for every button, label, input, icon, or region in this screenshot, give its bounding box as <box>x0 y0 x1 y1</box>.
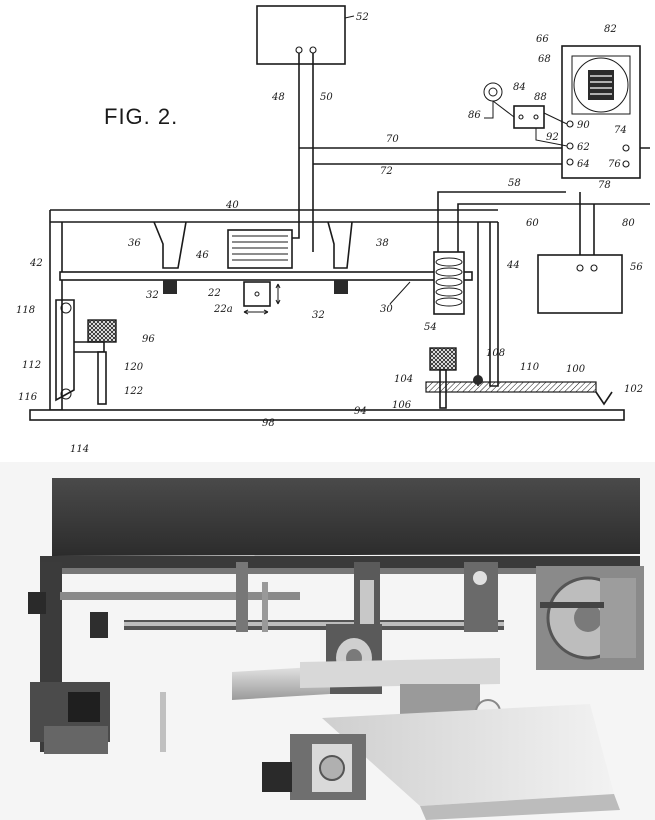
label-22a: 22a <box>213 304 233 315</box>
pivot-102 <box>595 391 613 406</box>
label-42: 42 <box>29 258 43 269</box>
label-60: 60 <box>526 218 539 229</box>
label-68: 68 <box>538 54 551 65</box>
bracket-112 <box>55 299 75 402</box>
base-98 <box>29 409 625 421</box>
lamp-84 <box>483 82 503 102</box>
base-slide <box>322 704 614 806</box>
sensor-22 <box>243 281 271 307</box>
label-114: 114 <box>70 444 89 455</box>
plate-100 <box>425 381 597 393</box>
label-108: 108 <box>486 348 505 359</box>
label-82: 82 <box>604 24 617 35</box>
label-44: 44 <box>506 260 520 271</box>
label-86: 86 <box>468 110 481 121</box>
label-46: 46 <box>195 250 209 261</box>
label-112: 112 <box>22 360 41 371</box>
label-100: 100 <box>566 364 586 375</box>
window-68 <box>571 55 631 115</box>
top-plate <box>52 478 640 556</box>
label-94: 94 <box>354 406 367 417</box>
label-88: 88 <box>534 92 547 103</box>
label-36: 36 <box>128 238 141 249</box>
label-40: 40 <box>225 200 239 211</box>
ball-108 <box>473 375 483 385</box>
label-110: 110 <box>520 362 540 373</box>
support-38 <box>327 221 353 269</box>
label-104: 104 <box>394 374 413 385</box>
label-52: 52 <box>356 12 369 23</box>
label-76: 76 <box>608 159 621 170</box>
label-90: 90 <box>577 120 590 131</box>
screw-122 <box>97 351 107 405</box>
terminal <box>309 46 317 54</box>
wire-60 <box>457 203 650 252</box>
label-38: 38 <box>376 238 389 249</box>
label-54: 54 <box>424 322 437 333</box>
label-58: 58 <box>508 178 521 189</box>
label-116: 116 <box>18 392 38 403</box>
rod-upper <box>60 592 300 600</box>
support-36 <box>153 221 187 269</box>
label-122: 122 <box>124 386 143 397</box>
apparatus-photo <box>0 462 655 820</box>
coil-54 <box>433 251 465 315</box>
indicator-82 <box>588 70 614 100</box>
label-92: 92 <box>546 132 559 143</box>
label-84: 84 <box>513 82 526 93</box>
patent-figure-2: FIG. 2. 52 48 50 70 72 66 68 82 90 62 64… <box>16 5 650 455</box>
label-78: 78 <box>598 180 611 191</box>
figure-title: FIG. 2. <box>104 104 178 129</box>
label-96: 96 <box>142 334 155 345</box>
label-48: 48 <box>271 92 285 103</box>
label-32-left: 32 <box>146 290 159 301</box>
label-66: 66 <box>536 34 549 45</box>
label-30: 30 <box>380 304 393 315</box>
label-80: 80 <box>622 218 635 229</box>
label-56: 56 <box>630 262 643 273</box>
label-118: 118 <box>16 305 35 316</box>
label-74: 74 <box>614 125 627 136</box>
label-22: 22 <box>207 288 221 299</box>
label-98: 98 <box>262 418 275 429</box>
wire-48 <box>292 53 300 239</box>
knob-104 <box>429 347 457 371</box>
label-70: 70 <box>386 134 399 145</box>
box-56 <box>537 254 623 314</box>
label-32-right: 32 <box>312 310 325 321</box>
label-106: 106 <box>392 400 412 411</box>
wire-58 <box>437 191 566 252</box>
label-62: 62 <box>577 142 590 153</box>
label-120: 120 <box>124 362 144 373</box>
knob-96 <box>87 319 117 343</box>
label-64: 64 <box>577 159 590 170</box>
bar-30 <box>59 271 473 281</box>
label-102: 102 <box>624 384 643 395</box>
terminal <box>295 46 303 54</box>
box-52 <box>256 5 346 65</box>
label-50: 50 <box>320 92 333 103</box>
label-72: 72 <box>380 166 393 177</box>
